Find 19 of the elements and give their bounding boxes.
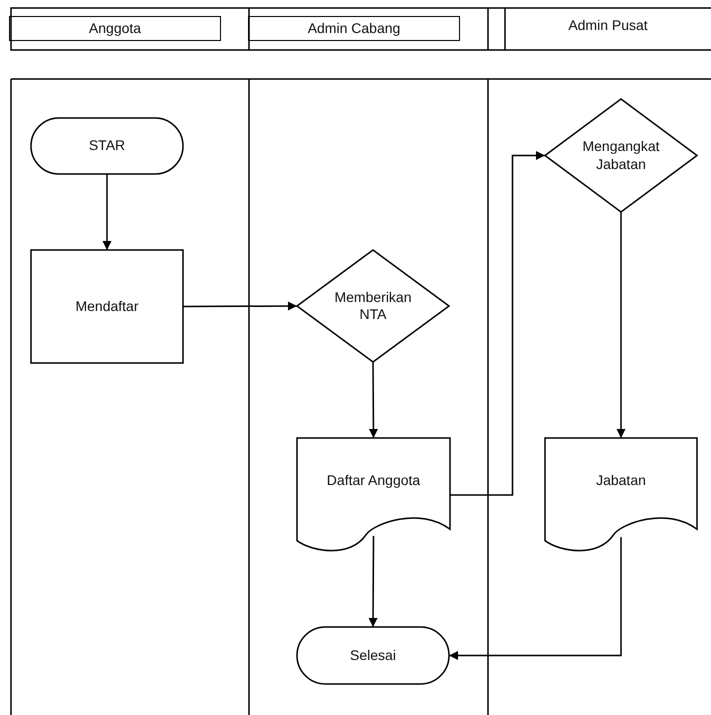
lane-header (9, 16, 221, 41)
node-label: Anggota (88, 20, 142, 38)
arrow (368, 362, 378, 438)
node-label: STAR (88, 137, 126, 155)
arrow (368, 536, 378, 627)
node-label: Admin Cabang (308, 20, 400, 38)
node-label: Mengangkat Jabatan (581, 138, 661, 173)
node-label: Memberikan NTA (333, 288, 412, 324)
arrow (616, 212, 626, 438)
node-label: Jabatan (596, 472, 646, 490)
arrow (449, 537, 622, 660)
arrow (102, 174, 112, 250)
node-label: Selesai (350, 646, 396, 664)
arrow (450, 151, 545, 496)
node-label: Daftar Anggota (326, 472, 420, 490)
node-label: Mendaftar (75, 298, 139, 316)
arrow (183, 302, 297, 311)
lane-header (248, 16, 460, 41)
node-label: Admin Pusat (568, 17, 648, 35)
